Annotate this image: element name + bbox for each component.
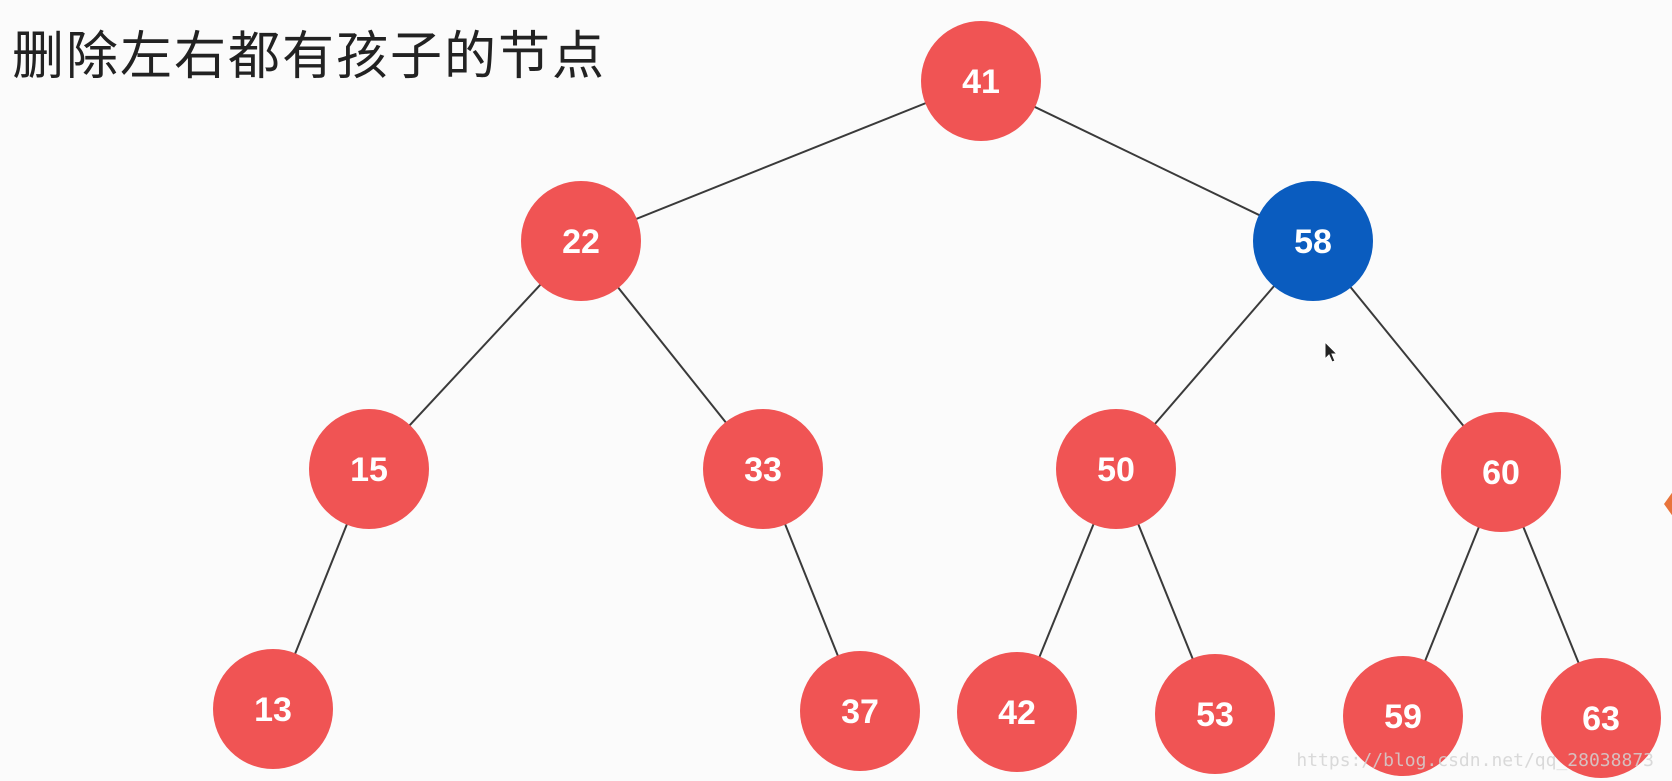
node-circle-59 <box>1343 656 1463 776</box>
node-circle-42 <box>957 652 1077 772</box>
tree-node-50: 50 <box>1056 409 1176 529</box>
node-circle-41 <box>921 21 1041 141</box>
node-label-15: 15 <box>350 451 388 489</box>
node-label-50: 50 <box>1097 451 1135 489</box>
tree-node-22: 22 <box>521 181 641 301</box>
node-circle-33 <box>703 409 823 529</box>
node-circle-58 <box>1253 181 1373 301</box>
node-label-37: 37 <box>841 693 879 731</box>
tree-node-37: 37 <box>800 651 920 771</box>
tree-node-58: 58 <box>1253 181 1373 301</box>
node-circle-13 <box>213 649 333 769</box>
tree-node-13: 13 <box>213 649 333 769</box>
edge-41-58 <box>980 80 1314 242</box>
node-label-33: 33 <box>744 451 782 489</box>
tree-nodes: 41 22 58 15 33 50 60 13 37 42 53 59 63 <box>213 21 1661 778</box>
tree-node-60: 60 <box>1441 412 1561 532</box>
node-circle-63 <box>1541 658 1661 778</box>
node-circle-60 <box>1441 412 1561 532</box>
tree-node-53: 53 <box>1155 654 1275 774</box>
node-circle-22 <box>521 181 641 301</box>
tree-edges <box>272 80 1602 719</box>
node-label-63: 63 <box>1582 700 1620 738</box>
tree-node-59: 59 <box>1343 656 1463 776</box>
node-label-58: 58 <box>1294 223 1332 261</box>
tree-node-63: 63 <box>1541 658 1661 778</box>
edge-41-22 <box>580 80 982 242</box>
node-circle-37 <box>800 651 920 771</box>
mouse-cursor-icon <box>1324 341 1339 363</box>
node-label-59: 59 <box>1384 698 1422 736</box>
node-circle-15 <box>309 409 429 529</box>
node-label-22: 22 <box>562 223 600 261</box>
node-circle-53 <box>1155 654 1275 774</box>
watermark: https://blog.csdn.net/qq_28038873 <box>1296 750 1654 771</box>
node-label-42: 42 <box>998 694 1036 732</box>
node-label-13: 13 <box>254 691 292 729</box>
tree-node-41: 41 <box>921 21 1041 141</box>
node-label-41: 41 <box>962 63 1000 101</box>
tree-node-15: 15 <box>309 409 429 529</box>
tree-node-42: 42 <box>957 652 1077 772</box>
orange-edge-marker-icon <box>1664 490 1672 518</box>
tree-node-33: 33 <box>703 409 823 529</box>
node-circle-50 <box>1056 409 1176 529</box>
page-title: 删除左右都有孩子的节点 <box>12 27 607 87</box>
node-label-53: 53 <box>1196 696 1234 734</box>
node-label-60: 60 <box>1482 454 1520 492</box>
